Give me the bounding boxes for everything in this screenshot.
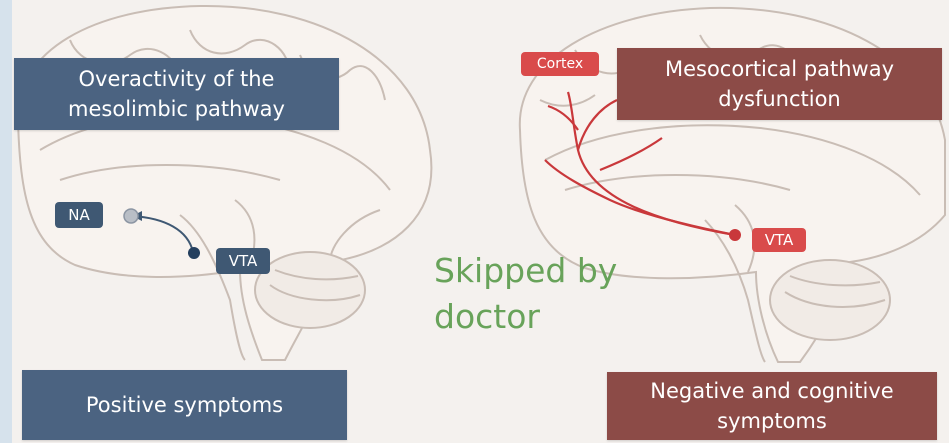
vta-label-right-text: VTA xyxy=(765,231,794,249)
skipped-annotation: Skipped by doctor xyxy=(434,248,634,340)
positive-symptoms-box: Positive symptoms xyxy=(22,370,347,440)
mesocortical-dysfunction-box: Mesocortical pathway dysfunction xyxy=(617,48,942,120)
cortex-label: Cortex xyxy=(521,52,599,76)
mesolimbic-overactivity-text: Overactivity of the mesolimbic pathway xyxy=(68,64,285,124)
vta-label-left: VTA xyxy=(216,248,270,274)
vta-node-left xyxy=(188,247,200,259)
na-label-text: NA xyxy=(68,206,89,224)
vta-label-right: VTA xyxy=(752,228,806,252)
na-label: NA xyxy=(55,202,103,228)
positive-symptoms-text: Positive symptoms xyxy=(86,390,283,420)
vta-label-left-text: VTA xyxy=(229,252,258,270)
vta-node-right xyxy=(729,229,741,241)
negative-cognitive-symptoms-box: Negative and cognitive symptoms xyxy=(607,372,937,440)
cortex-label-text: Cortex xyxy=(537,56,583,72)
mesocortical-dysfunction-text: Mesocortical pathway dysfunction xyxy=(665,54,894,114)
na-node xyxy=(124,209,138,223)
mesolimbic-overactivity-box: Overactivity of the mesolimbic pathway xyxy=(14,58,339,130)
negative-cognitive-symptoms-text: Negative and cognitive symptoms xyxy=(650,376,893,436)
